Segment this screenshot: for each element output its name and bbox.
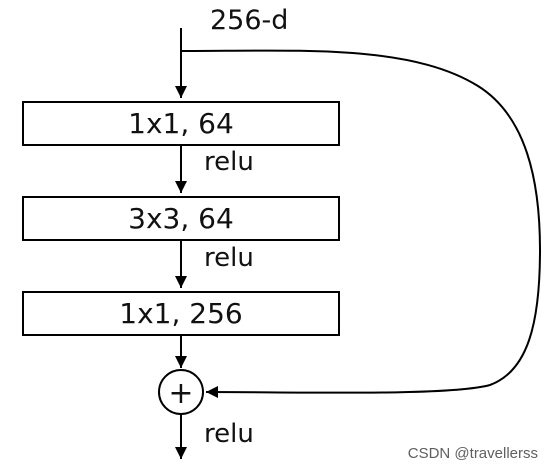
layer-3-label: 1x1, 256 bbox=[119, 297, 242, 330]
layer-2-label: 3x3, 64 bbox=[128, 202, 234, 235]
relu-label-2: relu bbox=[204, 243, 254, 273]
add-operation-symbol: + bbox=[168, 376, 193, 411]
relu-label-output: relu bbox=[204, 419, 254, 449]
layer-3-box bbox=[22, 291, 340, 336]
skip-connection-arrow bbox=[180, 49, 542, 399]
watermark-text: CSDN @travellerss bbox=[407, 445, 538, 462]
layer-1-label: 1x1, 64 bbox=[128, 107, 234, 140]
layer-2-box bbox=[22, 196, 340, 241]
relu-label-1: relu bbox=[204, 147, 254, 177]
input-dimension-label: 256-d bbox=[210, 5, 288, 36]
